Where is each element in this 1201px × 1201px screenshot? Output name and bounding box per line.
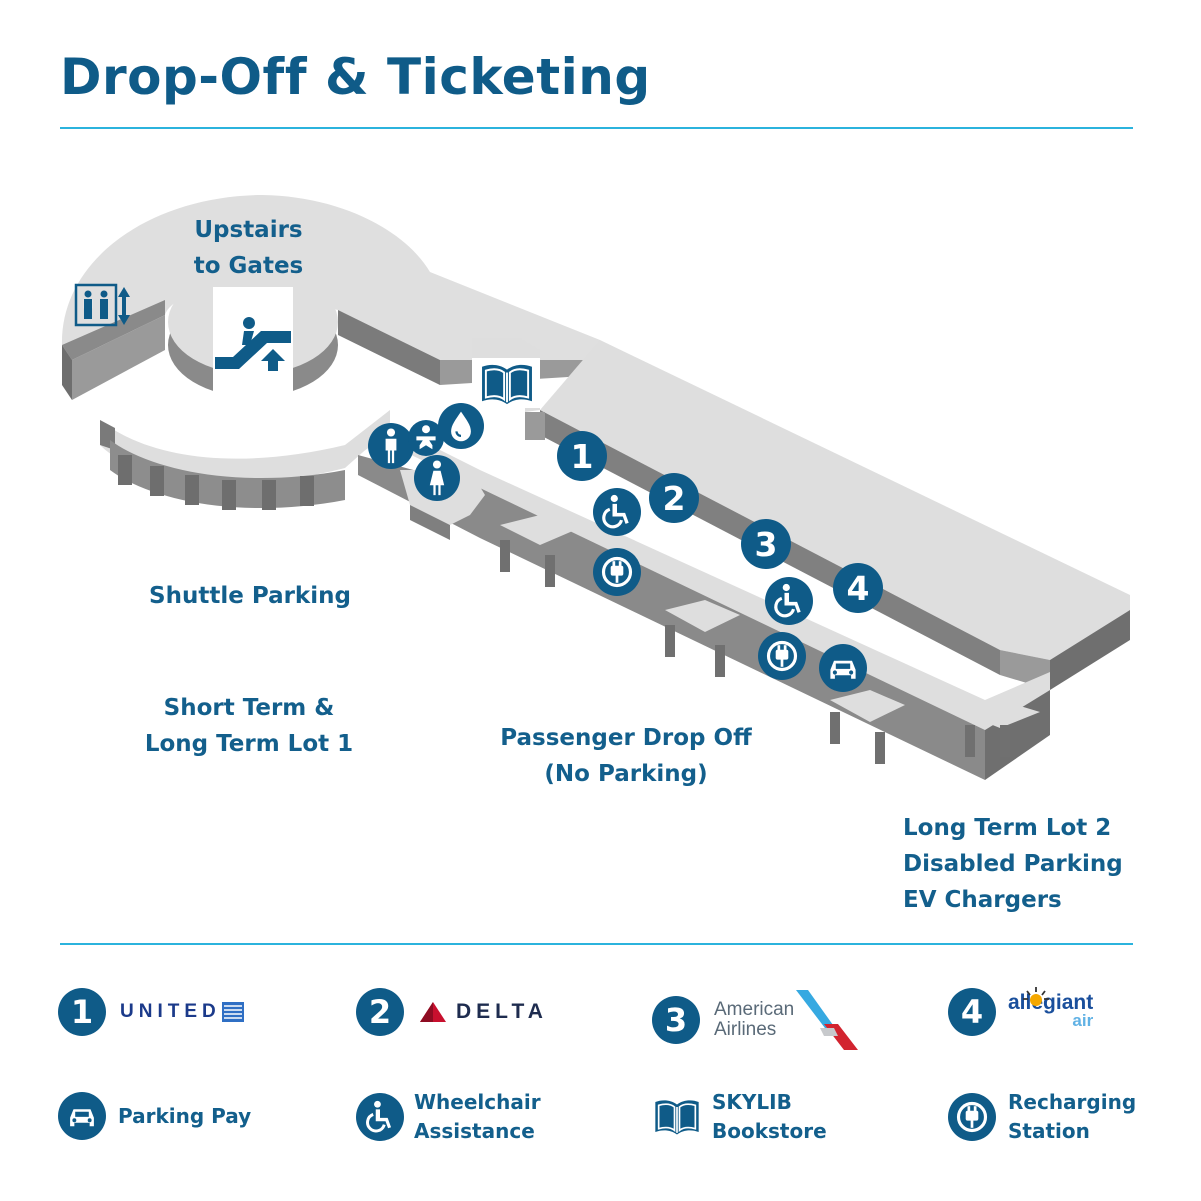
bookstore-map-icon[interactable] <box>472 358 540 408</box>
counter-2-number: 2 <box>663 479 686 518</box>
lot1-line-1: Short Term & <box>163 695 335 721</box>
counter-3-number: 3 <box>755 525 778 564</box>
recharging-line-2: Station <box>1008 1119 1090 1143</box>
family-restroom-icon[interactable] <box>408 420 444 456</box>
allegiant-sun-icon <box>1023 987 1050 1006</box>
counter-4-number: 4 <box>847 569 870 608</box>
parking-pay-map-icon[interactable] <box>819 644 867 692</box>
mens-restroom-icon[interactable] <box>368 423 414 469</box>
counter-4-marker[interactable]: 4 <box>833 563 883 613</box>
recharging-map-icon[interactable] <box>758 632 806 680</box>
recharging-map-icon[interactable] <box>593 548 641 596</box>
allegiant-word: allegiant <box>1008 991 1094 1014</box>
legend-delta: 2 DELTA <box>356 988 548 1036</box>
counter-1-number: 1 <box>571 437 594 476</box>
legend-number-1: 1 <box>58 988 106 1036</box>
dropoff-line-1: Passenger Drop Off <box>500 725 752 751</box>
legend-recharging: Recharging Station <box>948 1088 1136 1146</box>
long-term-lot-2-label: Long Term Lot 2 Disabled Parking EV Char… <box>903 810 1143 918</box>
dropoff-line-2: (No Parking) <box>544 761 708 787</box>
wheelchair-label: Wheelchair Assistance <box>414 1088 541 1146</box>
water-fountain-icon[interactable] <box>438 403 484 449</box>
wheelchair-line-1: Wheelchair <box>414 1090 541 1114</box>
passenger-drop-off-label: Passenger Drop Off (No Parking) <box>480 720 772 792</box>
recharging-label: Recharging Station <box>1008 1088 1136 1146</box>
wheelchair-map-icon[interactable] <box>765 577 813 625</box>
allegiant-air-word: air <box>1072 1011 1094 1030</box>
counter-3-marker[interactable]: 3 <box>741 519 791 569</box>
lot2-line-2: Disabled Parking <box>903 851 1123 877</box>
legend-number-4: 4 <box>948 988 996 1036</box>
united-globe-icon <box>221 1002 244 1022</box>
legend-allegiant: 4 allegiant air <box>948 987 1093 1036</box>
parking-pay-label: Parking Pay <box>118 1103 252 1128</box>
united-logo: UNITED <box>120 1001 221 1022</box>
lot2-line-1: Long Term Lot 2 <box>903 815 1112 841</box>
wheelchair-line-2: Assistance <box>414 1119 535 1143</box>
american-airlines-logo: American Airlines <box>714 1000 794 1040</box>
elevator-icon[interactable] <box>74 283 130 327</box>
book-icon <box>652 1095 702 1139</box>
car-icon <box>58 1092 106 1140</box>
delta-logo: DELTA <box>456 1000 548 1023</box>
american-flight-symbol-icon <box>796 990 859 1050</box>
lower-arc-wall <box>100 410 390 510</box>
counter-2-marker[interactable]: 2 <box>649 473 699 523</box>
shuttle-parking-label: Shuttle Parking <box>149 583 351 609</box>
upstairs-to-gates-label: Upstairs to Gates <box>176 212 321 284</box>
wheelchair-icon <box>356 1093 404 1141</box>
lot1-line-2: Long Term Lot 1 <box>144 731 354 757</box>
bookstore-label: SKYLIB Bookstore <box>712 1088 827 1146</box>
upstairs-line-2: to Gates <box>193 253 304 279</box>
upstairs-line-1: Upstairs <box>194 217 303 243</box>
top-divider <box>60 127 1133 129</box>
legend-divider <box>60 943 1133 945</box>
legend-parking-pay: Parking Pay <box>58 1092 251 1140</box>
legend-number-3: 3 <box>652 996 700 1044</box>
allegiant-logo: allegiant air <box>1008 991 1094 1030</box>
womens-restroom-icon[interactable] <box>414 455 460 501</box>
legend-wheelchair: Wheelchair Assistance <box>356 1088 541 1146</box>
short-long-term-lot-label: Short Term & Long Term Lot 1 <box>120 690 378 762</box>
bookstore-line-1: SKYLIB <box>712 1090 792 1114</box>
legend-bookstore: SKYLIB Bookstore <box>652 1088 827 1146</box>
counter-1-marker[interactable]: 1 <box>557 431 607 481</box>
legend-number-2: 2 <box>356 988 404 1036</box>
plug-icon <box>948 1093 996 1141</box>
wheelchair-map-icon[interactable] <box>593 488 641 536</box>
front-curb-wall <box>355 420 1050 780</box>
delta-widget-icon <box>420 1002 446 1022</box>
legend-united: 1 UNITED <box>58 988 245 1036</box>
escalator-icon[interactable] <box>215 317 291 371</box>
recharging-line-1: Recharging <box>1008 1090 1137 1114</box>
bookstore-line-2: Bookstore <box>712 1119 827 1143</box>
american-line-1: American <box>714 999 795 1020</box>
legend-american: 3 American Airlines <box>652 988 860 1052</box>
lot2-line-3: EV Chargers <box>903 887 1062 913</box>
american-line-2: Airlines <box>714 1019 777 1040</box>
page-title: Drop-Off & Ticketing <box>60 48 651 106</box>
